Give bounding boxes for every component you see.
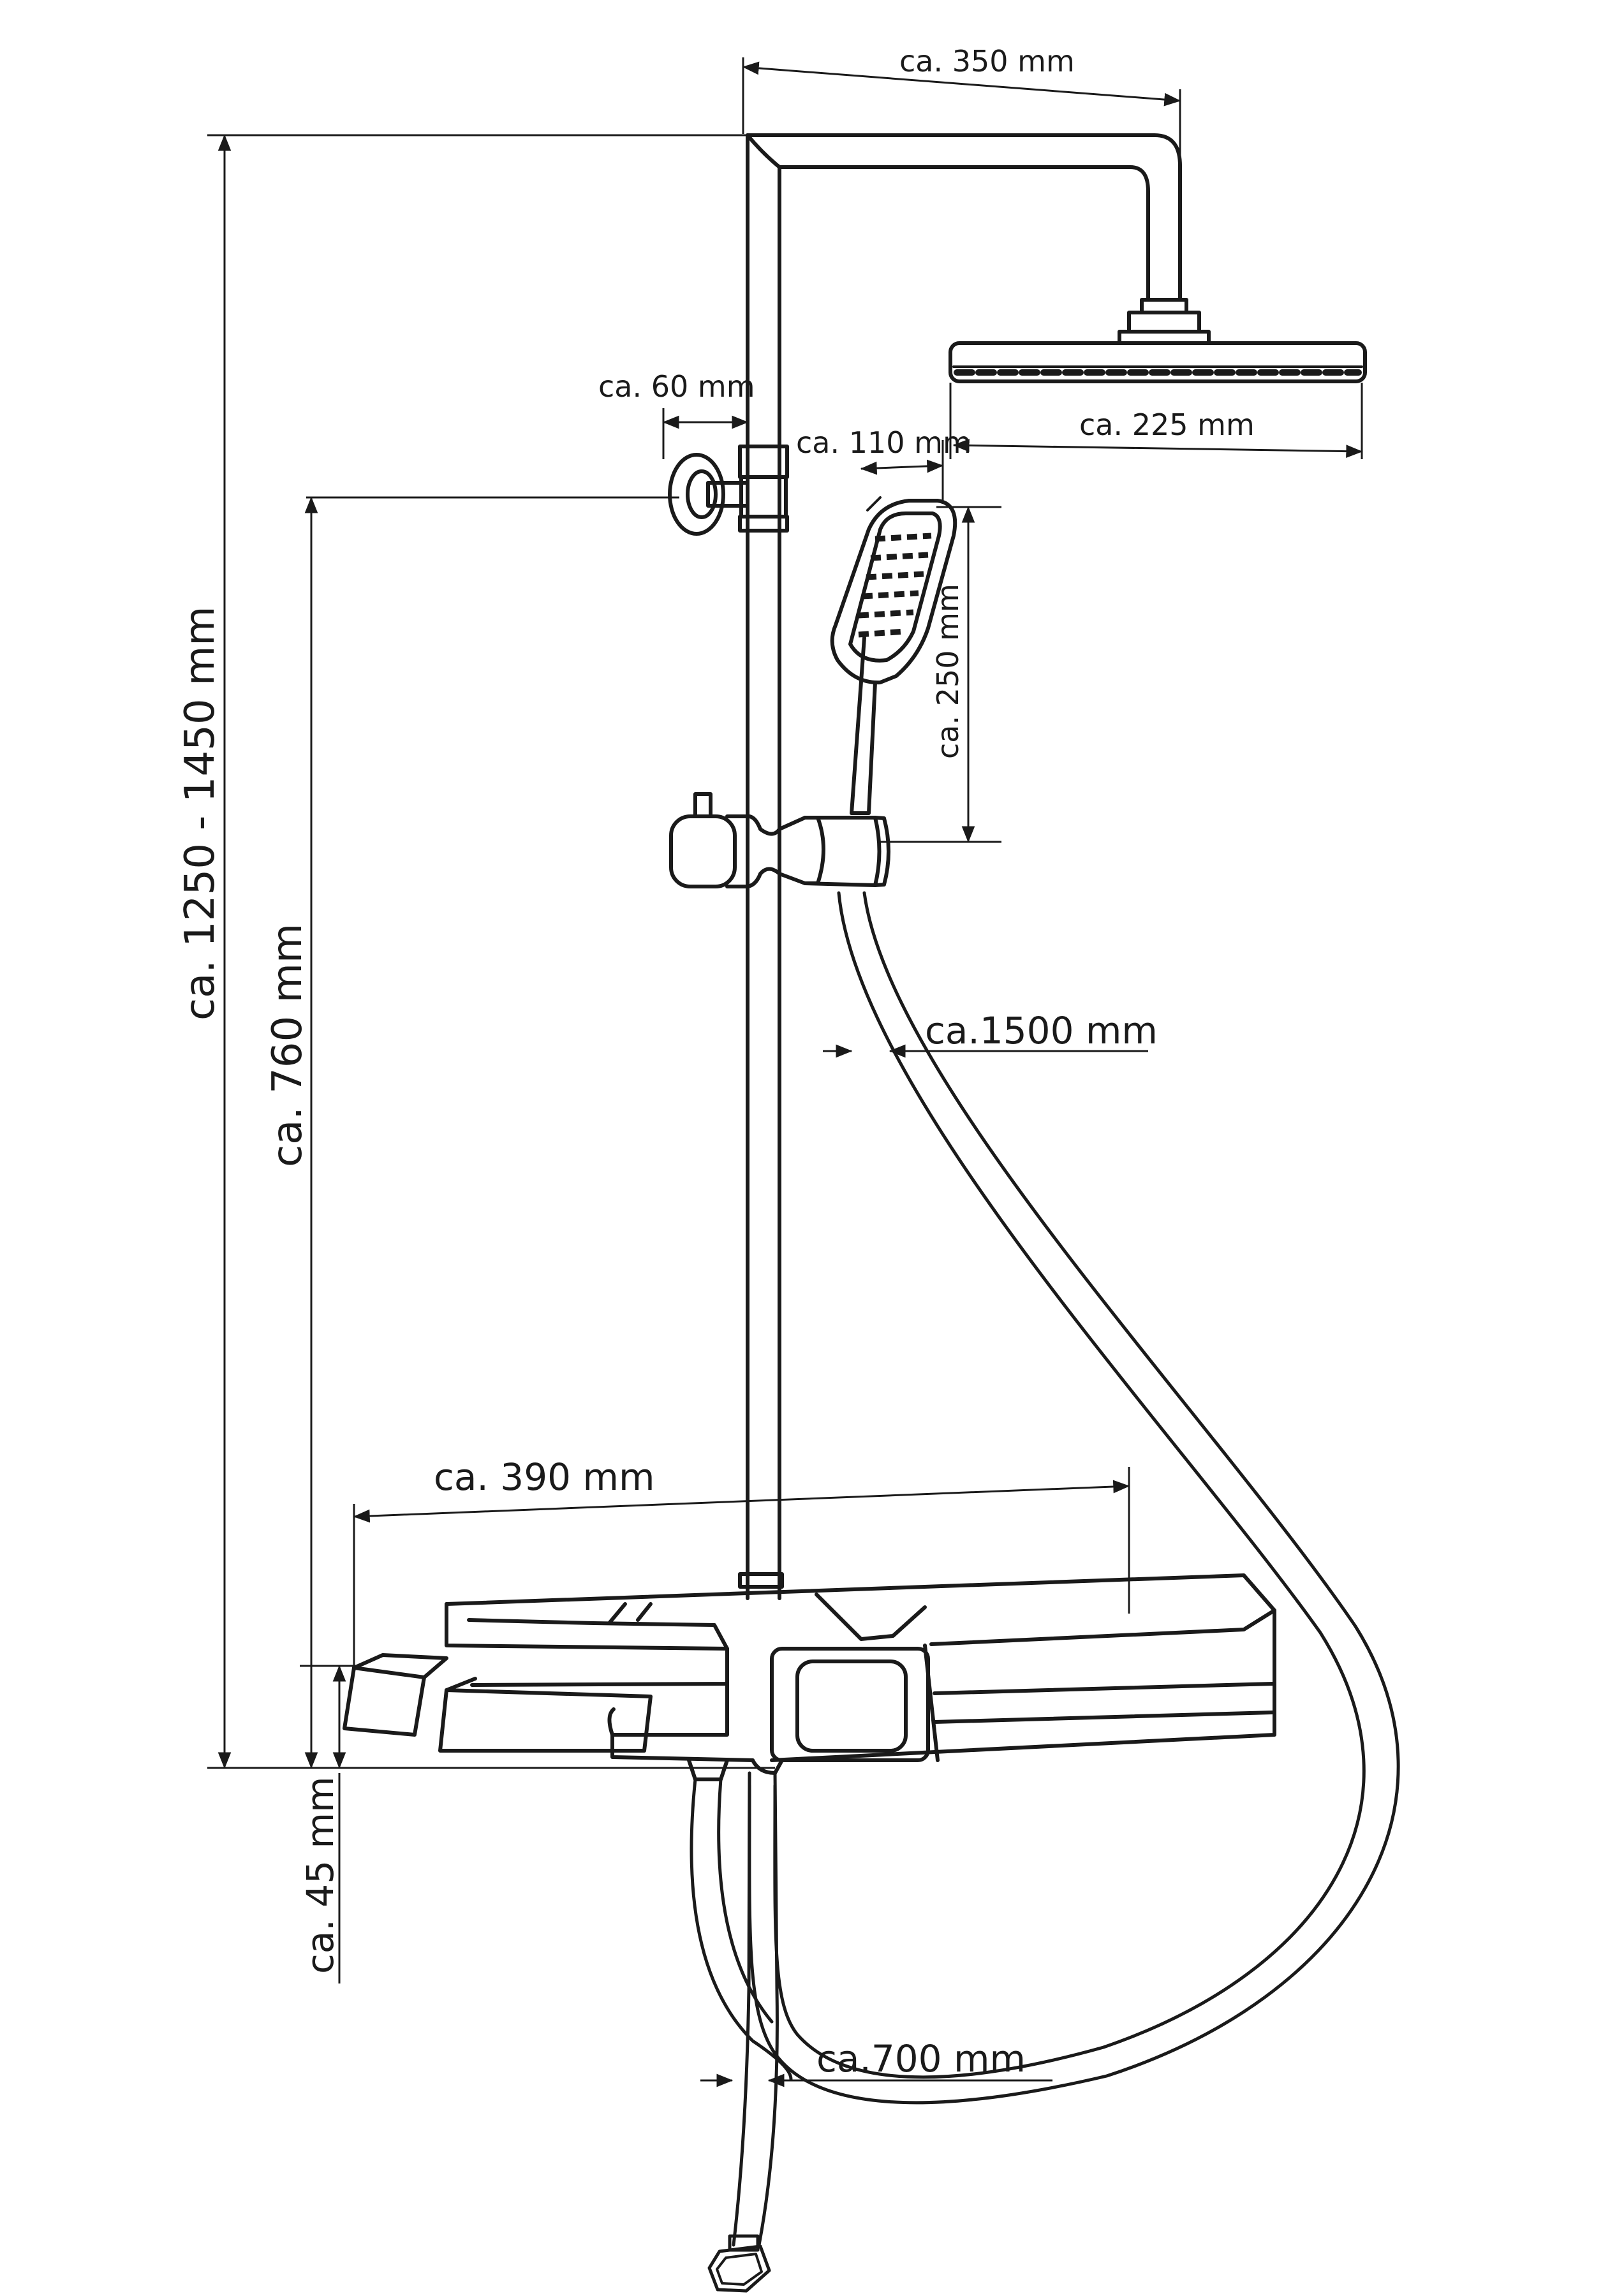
label-head-shower-size: ca. 225 mm: [1079, 408, 1255, 442]
dim-350-line: [742, 61, 1181, 107]
label-wall-bracket-offset: ca. 60 mm: [598, 369, 755, 404]
label-hand-shower-width: ca. 110 mm: [796, 425, 971, 460]
dim-225-line: [952, 438, 1363, 459]
riser-pipe: [746, 133, 781, 1600]
label-total-height: ca. 1250 - 1450 mm: [177, 606, 224, 1020]
top-arm: [746, 133, 1211, 345]
shower-product: [343, 133, 1400, 2293]
label-top-arm-length: ca. 350 mm: [899, 44, 1075, 78]
dim-390-line: [353, 1480, 1130, 1523]
label-bracket-to-thermostat-height: ca. 760 mm: [264, 924, 311, 1167]
label-outlet-height: ca. 45 mm: [299, 1776, 342, 1974]
label-hose-short: ca.700 mm: [816, 2037, 1026, 2080]
dimension-lines: [207, 57, 1363, 2087]
label-hose-long: ca.1500 mm: [925, 1009, 1158, 1052]
dimension-labels: ca. 350 mm ca. 60 mm ca. 110 mm ca. 225 …: [177, 44, 1255, 2080]
dim-110-line: [860, 459, 944, 475]
hand-shower: [830, 496, 957, 815]
shelf-unit: [343, 1572, 1276, 1781]
wall-bracket: [668, 445, 789, 536]
rain-shower-head: [949, 341, 1367, 383]
shower-hose: [690, 891, 1400, 2293]
label-hand-shower-length: ca. 250 mm: [931, 584, 965, 759]
thermostat-slider: [669, 792, 890, 888]
label-shelf-width: ca. 390 mm: [434, 1455, 654, 1499]
